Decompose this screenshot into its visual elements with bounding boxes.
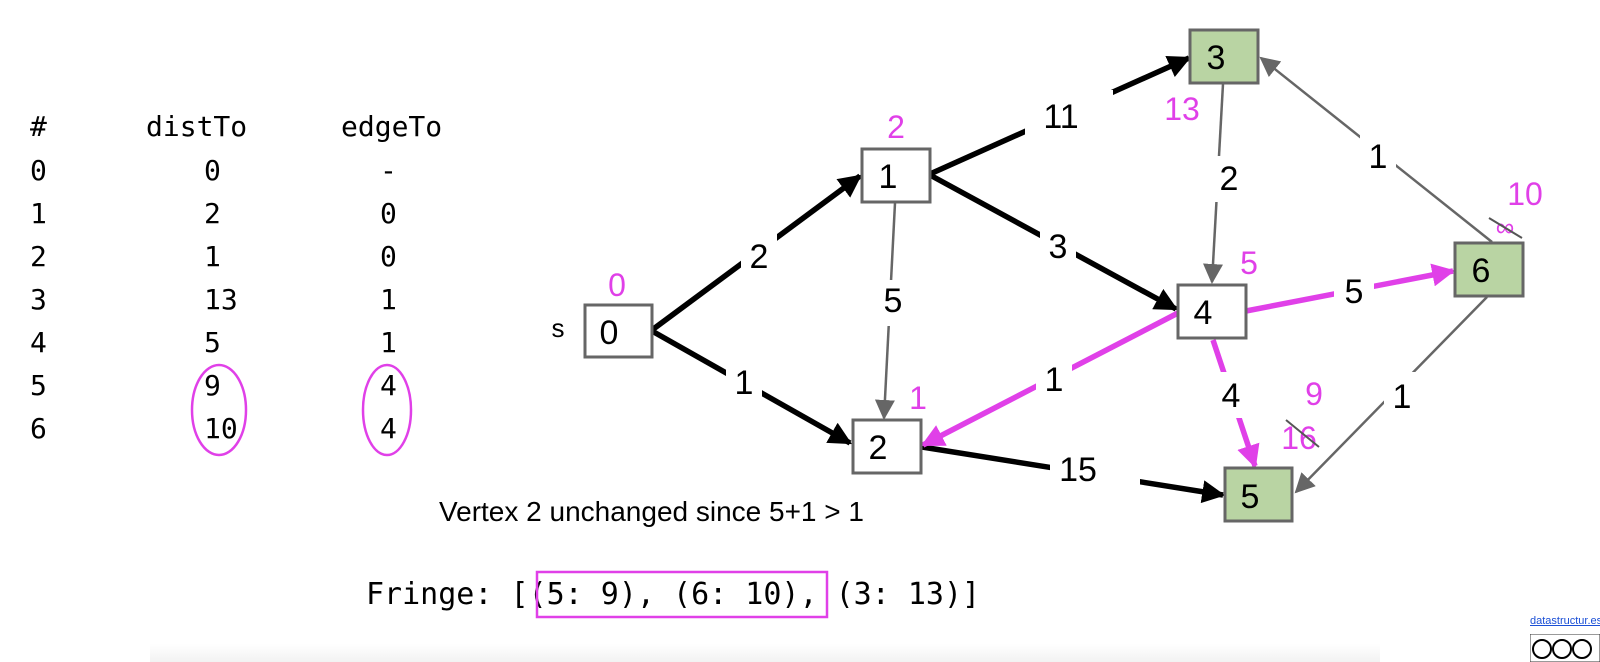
weight-1-3: 11 [1043,98,1078,136]
credit-link[interactable]: datastructur.es [1530,615,1600,627]
old-dist-node-6: ∞ [1488,212,1523,242]
row-vertex: 6 [30,412,47,445]
bold-edges [650,55,1226,504]
weight-6-3: 1 [1369,138,1388,176]
node-1: 1 [860,147,932,204]
node-4: 4 [1176,283,1248,340]
table-row: 0 0 - [30,154,397,187]
node-2: 2 [851,418,923,475]
row-edgeto: 4 [380,412,397,445]
graph-nodes: 0 1 2 3 4 5 6 [583,28,1525,523]
slide-bottom-edge [150,644,1380,662]
weight-4-6: 5 [1345,273,1364,311]
weight-2-5: 15 [1059,451,1097,489]
fringe-label: Fringe: [366,577,492,612]
row-distto: 2 [204,197,221,230]
node-0: 0 [583,303,654,359]
row-distto: 10 [204,412,238,445]
node-2-label: 2 [869,429,888,467]
dist-label-node-1: 2 [887,109,905,145]
row-edgeto: 1 [380,326,397,359]
dist-label-node-5: 9 [1305,376,1323,412]
table-header-distto: distTo [146,110,247,143]
distto-highlight-ellipse [190,363,248,457]
row-vertex: 2 [30,240,47,273]
old-dist-label-node-5: 16 [1281,420,1317,456]
row-distto: 0 [204,154,221,187]
label-masks [726,90,1420,492]
table-header-vertex: # [30,110,47,143]
dist-label-node-2: 1 [909,380,927,416]
row-vertex: 1 [30,197,47,230]
node-3: 3 [1188,28,1260,85]
table-row: 1 2 0 [30,197,397,230]
dist-table: # distTo edgeTo 0 0 - 1 2 0 2 1 0 3 13 1… [30,110,442,457]
row-edgeto: 1 [380,283,397,316]
table-row: 2 1 0 [30,240,397,273]
dist-label-node-3: 13 [1164,91,1200,127]
node-6-label: 6 [1472,252,1491,290]
node-5-label: 5 [1241,478,1260,516]
dist-label-node-4: 5 [1240,245,1258,281]
dist-label-node-6: 10 [1507,176,1543,212]
weight-1-2: 5 [884,282,903,320]
weight-4-2: 1 [1045,361,1064,399]
weight-0-1: 2 [750,238,769,276]
cc-license-badge [1530,634,1600,662]
node-0-label: 0 [600,314,619,352]
weight-1-4: 3 [1049,228,1068,266]
node-3-label: 3 [1207,39,1226,77]
row-distto: 1 [204,240,221,273]
table-row: 3 13 1 [30,283,397,316]
old-dist-node-5: 16 [1281,419,1320,456]
row-vertex: 5 [30,369,47,402]
fringe-text: Fringe: [(5: 9), (6: 10), (3: 13)] [366,577,980,612]
row-distto: 13 [204,283,238,316]
row-edgeto: - [380,154,397,187]
table-row: 4 5 1 [30,326,397,359]
table-header-edgeto: edgeTo [341,110,442,143]
weight-0-2: 1 [735,364,754,402]
edge-weights: 2 1 11 3 5 2 1 1 15 5 1 4 [735,98,1412,489]
fringe-highlighted-items: (5: 9), (6: 10) [529,577,800,612]
source-label: s [552,313,565,343]
row-distto: 9 [204,369,221,402]
table-row: 6 10 4 [30,412,397,445]
edgeto-highlight-ellipse [361,363,413,457]
row-edgeto: 4 [380,369,397,402]
node-6: 6 [1453,241,1525,298]
fringe-open-bracket: [ [511,577,529,612]
row-vertex: 3 [30,283,47,316]
dist-label-node-0: 0 [608,267,626,303]
row-vertex: 0 [30,154,47,187]
row-vertex: 4 [30,326,47,359]
node-1-label: 1 [879,158,898,196]
node-4-label: 4 [1194,294,1213,332]
note-text: Vertex 2 unchanged since 5+1 > 1 [439,496,864,527]
node-5: 5 [1223,466,1294,523]
fringe-highlight-box [535,570,829,619]
weight-6-5: 1 [1393,378,1412,416]
weight-3-4: 2 [1220,160,1239,198]
dist-annotations: 0 2 1 13 5 9 10 16 ∞ [608,91,1543,456]
fringe-rest-items: , (3: 13)] [800,577,981,612]
weight-4-5: 4 [1222,377,1241,415]
row-edgeto: 0 [380,197,397,230]
table-row: 5 9 4 [30,369,397,402]
row-distto: 5 [204,326,221,359]
row-edgeto: 0 [380,240,397,273]
